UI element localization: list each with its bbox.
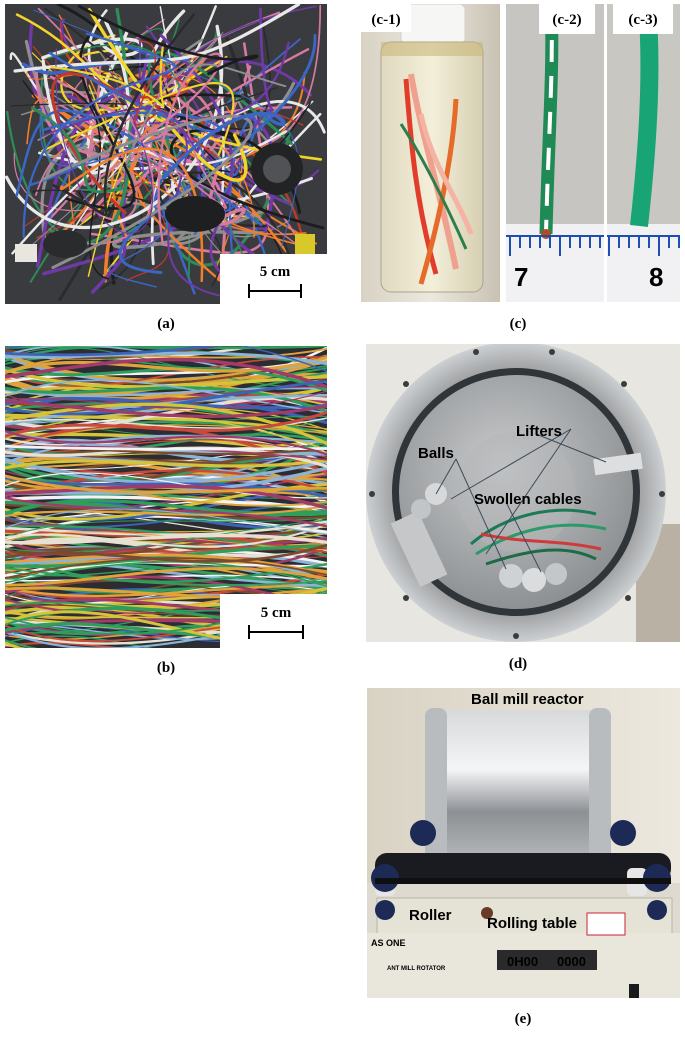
wire-strand bbox=[39, 107, 205, 203]
wire-strand bbox=[5, 508, 327, 535]
wire-strand bbox=[31, 150, 256, 281]
wire-strand bbox=[5, 410, 327, 438]
wire-strand bbox=[5, 440, 327, 480]
cable-closeup-photo-c2: 7 (c-2) bbox=[506, 4, 604, 302]
caption-a: (a) bbox=[157, 316, 175, 332]
scale-box-a bbox=[220, 254, 327, 304]
caption-d: (d) bbox=[508, 656, 528, 672]
brand-text: AS ONE bbox=[371, 938, 406, 948]
wire-strand bbox=[5, 355, 327, 375]
wire-strand bbox=[5, 399, 327, 418]
wire-strand bbox=[32, 189, 223, 287]
wire-strand bbox=[5, 434, 327, 464]
photo-panel-c3: 8 (c-3) bbox=[607, 4, 680, 302]
wire-strand bbox=[41, 107, 199, 154]
wire-strand bbox=[87, 8, 248, 182]
caption-b: (b) bbox=[156, 660, 176, 676]
wire-strand bbox=[13, 4, 301, 73]
sublabel-c3: (c-3) bbox=[628, 12, 657, 28]
wire-strand bbox=[5, 346, 327, 372]
rotator-panel-text: ANT MILL ROTATOR bbox=[387, 966, 446, 972]
caption-e: (e) bbox=[514, 1011, 532, 1027]
wire-strand bbox=[5, 357, 327, 389]
label-ball-mill-reactor: Ball mill reactor bbox=[471, 691, 584, 708]
wire-strand bbox=[5, 396, 327, 410]
scale-box-b bbox=[220, 594, 327, 648]
wire-strand bbox=[5, 567, 327, 587]
wire-strand bbox=[22, 32, 176, 238]
wire-strand bbox=[5, 366, 327, 393]
wire-strand bbox=[114, 102, 228, 209]
wire-strand bbox=[5, 557, 327, 580]
wire-strand bbox=[125, 63, 287, 165]
rotator-display-left: 0H00 bbox=[507, 954, 538, 969]
wire-strand bbox=[119, 112, 293, 228]
wire-strand bbox=[5, 474, 327, 494]
wire-strand bbox=[215, 71, 318, 245]
wire-strand bbox=[5, 458, 327, 470]
cable-closeup-photo-c3: 8 (c-3) bbox=[607, 4, 680, 302]
wire-strand bbox=[112, 210, 265, 250]
wire-strand bbox=[5, 517, 327, 538]
wire-strand bbox=[50, 46, 165, 108]
wire-strand bbox=[5, 553, 327, 576]
photo-panel-a: 5 cm bbox=[5, 4, 327, 304]
wire-strand bbox=[5, 367, 327, 389]
rotator-display-right: 0000 bbox=[557, 954, 586, 969]
sublabel-c2: (c-2) bbox=[552, 12, 581, 28]
photo-panel-e: 0H00 0000 AS ONE ANT MILL ROTATOR Ball m… bbox=[367, 688, 680, 998]
wire-strand bbox=[5, 561, 327, 588]
label-lifters: Lifters bbox=[516, 423, 562, 440]
photo-panel-d: Lifters Balls Swollen cables bbox=[366, 344, 680, 642]
ruler-number-8: 8 bbox=[649, 262, 663, 292]
wire-strand bbox=[5, 351, 327, 366]
cable-harness-photo: 5 cm bbox=[5, 4, 327, 304]
ball-mill-photo: 0H00 0000 AS ONE ANT MILL ROTATOR Ball m… bbox=[367, 688, 680, 998]
label-swollen-cables: Swollen cables bbox=[474, 491, 582, 508]
wire-strand bbox=[160, 93, 242, 140]
wire-strand bbox=[134, 126, 307, 236]
wire-strand bbox=[5, 444, 327, 451]
wire-strand bbox=[5, 390, 327, 410]
wire-strand bbox=[5, 439, 327, 459]
scale-label-a: 5 cm bbox=[260, 264, 291, 280]
wire-strand bbox=[5, 24, 224, 230]
wire-strand bbox=[118, 34, 317, 274]
wire-strand bbox=[5, 413, 327, 435]
wire-strand bbox=[77, 4, 259, 76]
wire-strand bbox=[5, 504, 327, 518]
scale-label-b: 5 cm bbox=[261, 605, 292, 621]
label-balls: Balls bbox=[418, 445, 454, 462]
jar-photo: (c-1) bbox=[361, 4, 500, 302]
wire-strand bbox=[5, 484, 327, 510]
label-rolling-table: Rolling table bbox=[487, 915, 577, 932]
wire-strand bbox=[5, 429, 327, 456]
photo-panel-c2: 7 (c-2) bbox=[506, 4, 604, 302]
wire-strand bbox=[5, 405, 327, 431]
wire-strand bbox=[5, 347, 327, 374]
wire-strand bbox=[5, 379, 327, 414]
wire-strand bbox=[11, 130, 288, 255]
wire-strand bbox=[5, 567, 327, 587]
wire-strand bbox=[5, 457, 327, 484]
sublabel-c1: (c-1) bbox=[371, 12, 400, 28]
wire-strand bbox=[162, 111, 286, 180]
wire-strand bbox=[5, 533, 327, 545]
photo-panel-b: 5 cm bbox=[5, 346, 327, 648]
label-roller: Roller bbox=[409, 907, 452, 924]
caption-c: (c) bbox=[509, 316, 527, 332]
wire-strand bbox=[5, 529, 327, 558]
ruler-number-7: 7 bbox=[514, 262, 528, 292]
wire-strand bbox=[55, 48, 154, 234]
wire-strand bbox=[5, 346, 224, 357]
mill-interior-photo: Lifters Balls Swollen cables bbox=[366, 344, 680, 642]
wire-bundle-photo: 5 cm bbox=[5, 346, 327, 648]
wire-strand bbox=[134, 40, 158, 126]
photo-panel-c1: (c-1) bbox=[361, 4, 500, 302]
